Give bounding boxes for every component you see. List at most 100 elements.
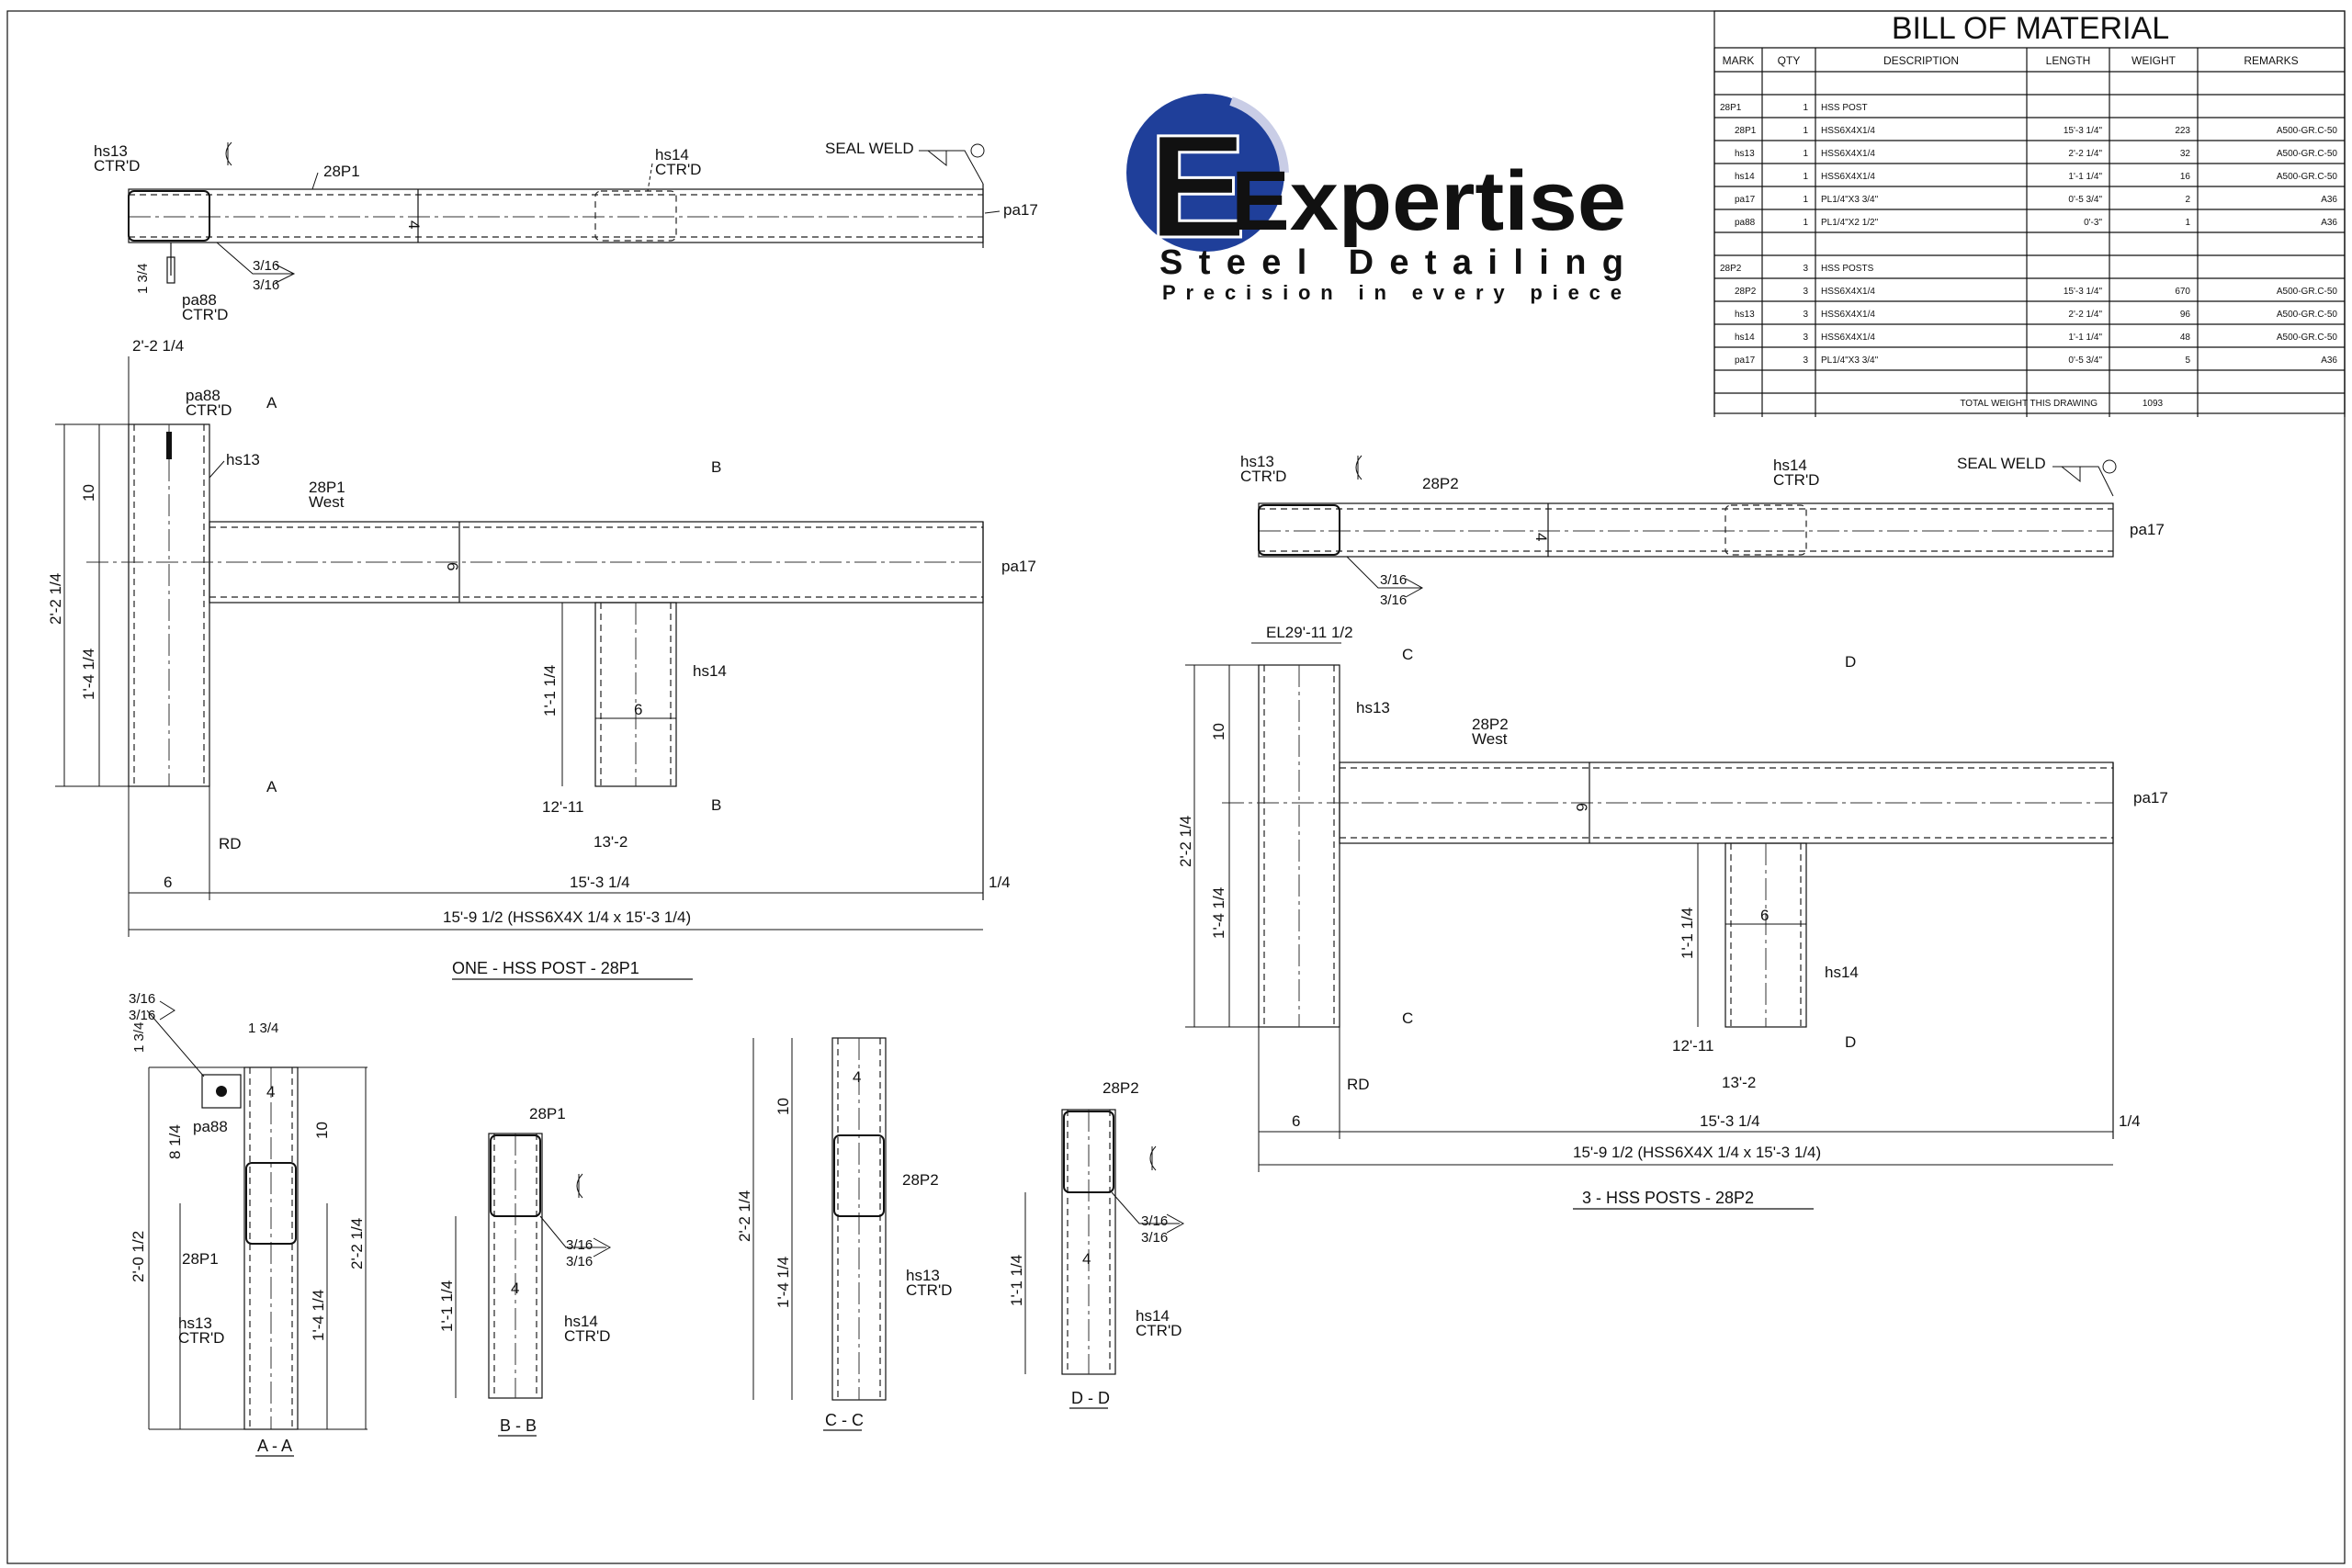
bom-total-label: TOTAL WEIGHT THIS DRAWING xyxy=(1960,399,2098,409)
bom-cell: HSS6X4X1/4 xyxy=(1821,172,1875,182)
bom-cell: 0'-5 3/4" xyxy=(2068,195,2102,205)
bom-cell: 223 xyxy=(2175,126,2190,136)
dim-12-11: 12'-11 xyxy=(542,798,583,816)
bom-cell: 2'-2 1/4" xyxy=(2068,149,2102,159)
bom-cell: hs14 xyxy=(1735,333,1755,343)
dim-13-2: 13'-2 xyxy=(1722,1074,1756,1091)
bom-cell: 15'-3 1/4" xyxy=(2064,126,2103,136)
bom-cell: 28P2 xyxy=(1720,264,1742,274)
bom-cell: 96 xyxy=(2180,310,2191,320)
label-west: West xyxy=(309,493,345,511)
dim-2-2: 2'-2 1/4 xyxy=(47,573,64,625)
label-pa17: pa17 xyxy=(2133,789,2168,807)
dim-4: 4 xyxy=(405,220,423,229)
dim-13-2: 13'-2 xyxy=(594,833,628,851)
weld-size: 3/16 xyxy=(129,1008,155,1023)
bom-cell: hs14 xyxy=(1735,172,1755,182)
section-a-a: 4 10 pa88 28P1 hs13 CTR'D 3/16 3/16 1 3/… xyxy=(129,991,368,1457)
bom-cell: 1'-1 1/4" xyxy=(2068,172,2102,182)
dim-4: 4 xyxy=(1082,1250,1091,1268)
label-pa88: pa88 xyxy=(186,387,220,404)
bom-cell: 1 xyxy=(2185,218,2190,228)
label-hs13: hs13 xyxy=(906,1267,940,1284)
dim-8: 8 1/4 xyxy=(166,1124,184,1159)
label-28p1: 28P1 xyxy=(529,1105,566,1122)
weld-size: 3/16 xyxy=(253,277,279,293)
dim-1-4: 1'-4 1/4 xyxy=(80,649,97,700)
label-ctrd: CTR'D xyxy=(655,161,701,178)
dim-1-4: 1'-4 1/4 xyxy=(310,1290,327,1341)
dim-2-2: 2'-2 1/4 xyxy=(736,1190,753,1242)
bom-cell: 16 xyxy=(2180,172,2191,182)
bom-cell: pa17 xyxy=(1735,195,1756,205)
bom-header: LENGTH xyxy=(2046,54,2091,67)
dim-overall: 15'-9 1/2 (HSS6X4X 1/4 x 15'-3 1/4) xyxy=(1573,1144,1821,1161)
label-hs14: hs14 xyxy=(693,662,727,680)
dim-10: 10 xyxy=(775,1098,792,1115)
dim-2-2: 2'-2 1/4 xyxy=(1177,816,1194,867)
label-28p1: 28P1 xyxy=(323,163,360,180)
bom-cell: HSS6X4X1/4 xyxy=(1821,333,1875,343)
label-hs14: hs14 xyxy=(1773,457,1807,474)
label-ctrd: CTR'D xyxy=(564,1327,610,1345)
dim-6: 6 xyxy=(1573,803,1590,811)
bom-cell: 670 xyxy=(2175,287,2190,297)
bom-header: QTY xyxy=(1778,54,1801,67)
dim-1-4: 1'-4 1/4 xyxy=(775,1257,792,1308)
section-title-dd: D - D xyxy=(1071,1389,1110,1407)
bom-cell: 1'-1 1/4" xyxy=(2068,333,2102,343)
label-hs13: hs13 xyxy=(226,451,260,468)
section-b: B xyxy=(711,458,721,476)
dim-12-11: 12'-11 xyxy=(1672,1037,1713,1055)
section-a: A xyxy=(266,778,277,795)
sheet-border xyxy=(6,10,2346,1564)
bom-cell: 0'-3" xyxy=(2084,218,2102,228)
dim-1-1: 1'-1 1/4 xyxy=(1679,908,1696,959)
bom-cell: 0'-5 3/4" xyxy=(2068,355,2102,366)
bom-cell: A36 xyxy=(2321,195,2337,205)
el-label: 2'-2 1/4 xyxy=(132,337,184,355)
section-b-b: 4 28P1 hs14 CTR'D 3/16 3/16 1'-1 1/4 B -… xyxy=(438,1105,612,1437)
label-28p2: 28P2 xyxy=(1472,716,1509,733)
section-c: C xyxy=(1402,646,1413,663)
bom-cell: 5 xyxy=(2185,355,2190,366)
section-d: D xyxy=(1845,653,1856,671)
bom-cell: HSS POSTS xyxy=(1821,264,1874,274)
bom-cell: HSS6X4X1/4 xyxy=(1821,310,1875,320)
dim-1-1: 1'-1 1/4 xyxy=(438,1280,456,1332)
view-title-28p2: 3 - HSS POSTS - 28P2 xyxy=(1582,1189,1754,1207)
bom-cell: 1 xyxy=(1803,149,1808,159)
bom-cell: 2'-2 1/4" xyxy=(2068,310,2102,320)
weld-size: 3/16 xyxy=(129,991,155,1007)
bom-cell: A500-GR.C-50 xyxy=(2277,172,2338,182)
bom-cell: hs13 xyxy=(1735,149,1755,159)
dim-10: 10 xyxy=(80,484,97,502)
dim-1-3-4: 1 3/4 xyxy=(135,264,151,294)
label-28p1: 28P1 xyxy=(182,1250,219,1268)
label-28p1: 28P1 xyxy=(309,479,345,496)
bom-header: REMARKS xyxy=(2244,54,2298,67)
label-ctrd: CTR'D xyxy=(178,1329,224,1347)
bom-title: BILL OF MATERIAL xyxy=(1892,11,2169,46)
top-view-28p2: 4 hs13 CTR'D 28P2 hs14 CTR'D SEAL WELD p… xyxy=(1240,453,2165,608)
bom-cell: 2 xyxy=(2185,195,2190,205)
label-rd: RD xyxy=(219,835,242,852)
bom-cell: A500-GR.C-50 xyxy=(2277,149,2338,159)
label-ctrd: CTR'D xyxy=(94,157,140,175)
bom-cell: 3 xyxy=(1803,333,1808,343)
dim-10: 10 xyxy=(1210,723,1227,740)
bom-cell: A36 xyxy=(2321,218,2337,228)
bom-cell: hs13 xyxy=(1735,310,1755,320)
label-28p2: 28P2 xyxy=(902,1171,939,1189)
weld-size: 3/16 xyxy=(1141,1213,1168,1229)
bom-cell: 3 xyxy=(1803,310,1808,320)
bom-cell: 1 xyxy=(1803,126,1808,136)
elevation-28p2: 6 6 EL29'-11 1/2 hs13 28P2 West pa17 hs1… xyxy=(1177,624,2168,1210)
dim-10: 10 xyxy=(313,1122,331,1139)
dim-6: 6 xyxy=(634,701,642,718)
bom-cell: pa17 xyxy=(1735,355,1756,366)
dim-4: 4 xyxy=(853,1068,861,1086)
dim-2-0: 2'-0 1/2 xyxy=(130,1231,147,1282)
bom-cell: PL1/4"X2 1/2" xyxy=(1821,218,1879,228)
